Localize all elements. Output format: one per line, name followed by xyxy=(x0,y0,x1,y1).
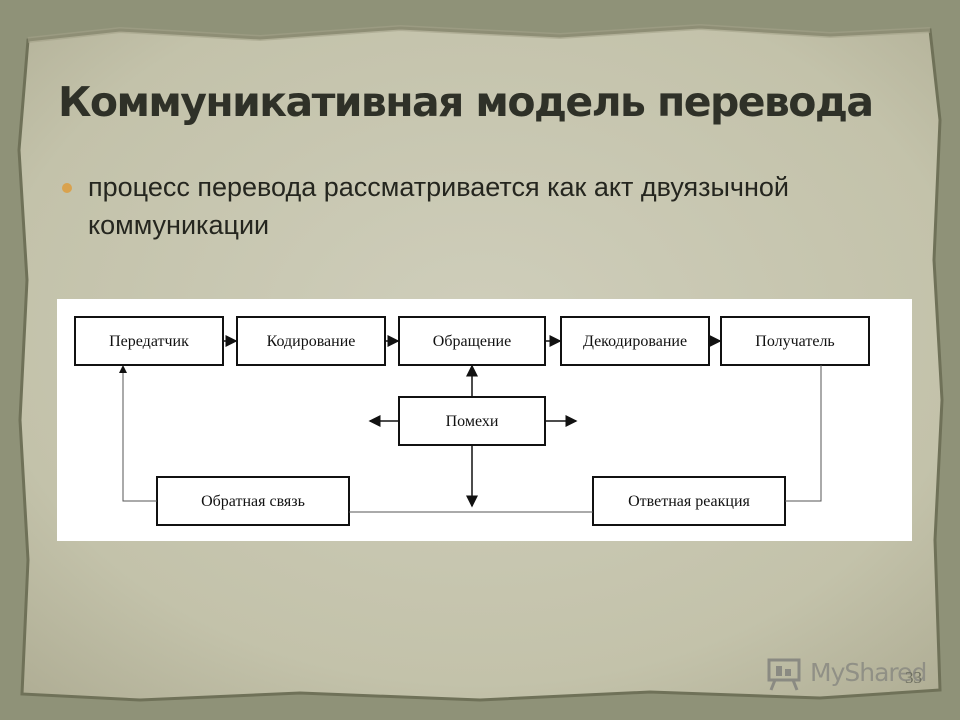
page-number: 33 xyxy=(905,668,922,687)
slide-title: Коммуникативная модель перевода xyxy=(58,78,874,126)
node-receiver-box xyxy=(720,316,870,366)
node-response-box xyxy=(592,476,786,526)
node-sender-label: Передатчик xyxy=(109,333,189,350)
node-transmission-label: Обращение xyxy=(433,333,511,350)
communication-model-diagram: Передатчик Кодирование Обращение Декодир… xyxy=(57,299,912,541)
arrow-feedback-to-sender xyxy=(119,365,157,502)
node-feedback-label: Обратная связь xyxy=(201,493,305,510)
node-response-label: Ответная реакция xyxy=(628,493,750,510)
node-encoding-label: Кодирование xyxy=(267,333,356,350)
bullet-marker xyxy=(62,183,72,193)
bullet-text: процесс перевода рассматривается как акт… xyxy=(88,172,789,240)
presentation-board-icon xyxy=(767,658,801,691)
watermark-text: MyShared xyxy=(810,658,927,687)
myshared-watermark: MyShared xyxy=(766,656,927,692)
node-encoding-box xyxy=(236,316,386,366)
node-transmission-box xyxy=(398,316,546,366)
line-receiver-to-response xyxy=(785,365,822,502)
node-decoding-label: Декодирование xyxy=(583,333,687,350)
node-noise-box xyxy=(398,396,546,446)
node-noise-label: Помехи xyxy=(446,413,499,430)
node-feedback-box xyxy=(156,476,350,526)
node-receiver-label: Получатель xyxy=(755,333,834,350)
